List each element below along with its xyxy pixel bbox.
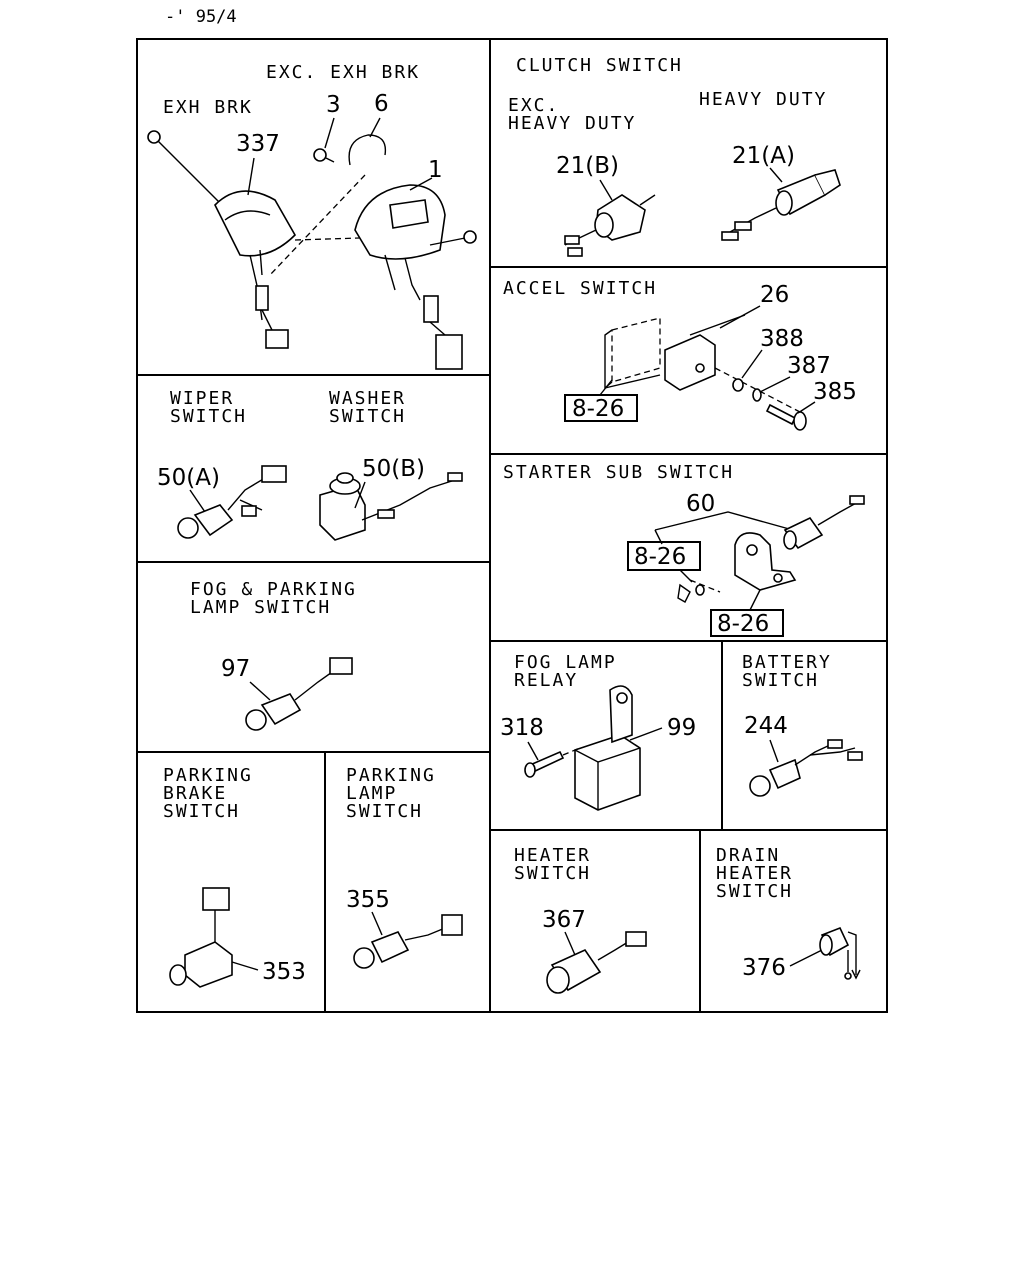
washer-switch-50b-drawing bbox=[319, 472, 463, 541]
clutch-switch-21a-drawing bbox=[721, 167, 841, 241]
ref-box-8-26-starter-2: 8-26 bbox=[710, 589, 784, 637]
label-drain-heater-switch: SWITCH bbox=[716, 881, 793, 902]
page-code: -' 95/4 bbox=[165, 7, 237, 27]
reference-8-26: 8-26 bbox=[717, 611, 769, 637]
wiper-washer-panel: WIPER SWITCH WASHER SWITCH 50(A) 50(B) bbox=[157, 388, 463, 541]
relay-99-drawing bbox=[574, 685, 663, 811]
heater-switch-panel: HEATER SWITCH 367 bbox=[514, 845, 647, 994]
label-starter-sub-switch: STARTER SUB SWITCH bbox=[503, 462, 734, 483]
label-drain: DRAIN bbox=[716, 845, 780, 866]
part-number-388: 388 bbox=[760, 326, 804, 352]
starter-bracket-drawing bbox=[734, 532, 797, 591]
part-number-50b: 50(B) bbox=[362, 456, 425, 482]
parking-brake-switch-353-drawing bbox=[169, 887, 259, 988]
accel-switch-26-drawing bbox=[664, 305, 761, 391]
label-brake: BRAKE bbox=[163, 783, 227, 804]
part-number-97: 97 bbox=[221, 656, 250, 682]
label-exc-exh-brk: EXC. EXH BRK bbox=[266, 62, 420, 83]
label-drain-heater: HEATER bbox=[716, 863, 793, 884]
label-exh-brk: EXH BRK bbox=[163, 97, 253, 118]
starter-sub-switch-panel: STARTER SUB SWITCH 60 8-26 8-26 bbox=[503, 462, 865, 637]
wiper-switch-50a-drawing bbox=[177, 465, 287, 539]
washer-388-drawing bbox=[732, 349, 763, 392]
starter-switch-60-drawing bbox=[783, 495, 865, 550]
washer-387-drawing bbox=[752, 376, 791, 402]
clutch-switch-panel: CLUTCH SWITCH EXC. HEAVY DUTY HEAVY DUTY… bbox=[508, 55, 841, 257]
label-exc-heavy-duty: HEAVY DUTY bbox=[508, 113, 636, 134]
label-parking: PARKING bbox=[163, 765, 253, 786]
label-wiper-switch: SWITCH bbox=[170, 406, 247, 427]
part-number-21a: 21(A) bbox=[732, 143, 795, 169]
fog-parking-lamp-switch-panel: FOG & PARKING LAMP SWITCH 97 bbox=[190, 579, 357, 731]
label-accel-switch: ACCEL SWITCH bbox=[503, 278, 657, 299]
bolt-318-drawing bbox=[524, 741, 581, 778]
accel-bracket-drawing bbox=[604, 317, 661, 390]
ref-box-8-26-accel: 8-26 bbox=[564, 379, 638, 422]
screw-3-drawing bbox=[313, 117, 335, 163]
part-number-3: 3 bbox=[326, 92, 341, 118]
label-relay: RELAY bbox=[514, 670, 578, 691]
fog-parking-switch-97-drawing bbox=[245, 657, 353, 731]
part-number-385: 385 bbox=[813, 379, 857, 405]
assembly-guide-line bbox=[714, 367, 801, 413]
label-parking-lamp-1: PARKING bbox=[346, 765, 436, 786]
part-number-21b: 21(B) bbox=[556, 153, 619, 179]
label-parking-lamp-2: LAMP bbox=[346, 783, 397, 804]
label-parking-brake-switch: SWITCH bbox=[163, 801, 240, 822]
label-battery-switch: SWITCH bbox=[742, 670, 819, 691]
battery-switch-244-drawing bbox=[749, 739, 863, 797]
label-battery: BATTERY bbox=[742, 652, 832, 673]
label-washer-switch: SWITCH bbox=[329, 406, 406, 427]
parking-brake-switch-panel: PARKING BRAKE SWITCH 353 bbox=[163, 765, 306, 988]
part-number-353: 353 bbox=[262, 959, 306, 985]
leader-line bbox=[654, 511, 801, 533]
part-number-376: 376 bbox=[742, 955, 786, 981]
assembly-guide-line bbox=[294, 237, 361, 241]
battery-switch-panel: BATTERY SWITCH 244 bbox=[742, 652, 863, 797]
part-number-6: 6 bbox=[374, 91, 389, 117]
part-number-355: 355 bbox=[346, 887, 390, 913]
diagram-frame bbox=[136, 38, 888, 1013]
label-wiper: WIPER bbox=[170, 388, 234, 409]
label-heater: HEATER bbox=[514, 845, 591, 866]
label-parking-lamp-switch: SWITCH bbox=[346, 801, 423, 822]
assembly-guide-line bbox=[269, 174, 366, 276]
part-number-60: 60 bbox=[686, 491, 715, 517]
starter-nut-drawing bbox=[677, 579, 721, 603]
parking-lamp-switch-355-drawing bbox=[353, 911, 463, 969]
part-number-387: 387 bbox=[787, 353, 831, 379]
part-number-99: 99 bbox=[667, 715, 696, 741]
part-number-367: 367 bbox=[542, 907, 586, 933]
label-fog-lamp: FOG LAMP bbox=[514, 652, 617, 673]
combination-switch-1-drawing bbox=[354, 177, 477, 370]
part-number-50a: 50(A) bbox=[157, 465, 220, 491]
label-lamp-switch: LAMP SWITCH bbox=[190, 597, 331, 618]
fog-lamp-relay-panel: FOG LAMP RELAY 318 99 bbox=[500, 652, 696, 811]
label-clutch-switch: CLUTCH SWITCH bbox=[516, 55, 683, 76]
label-heavy-duty: HEAVY DUTY bbox=[699, 89, 827, 110]
combination-switch-337-drawing bbox=[147, 130, 296, 349]
part-number-26: 26 bbox=[760, 282, 789, 308]
label-exc: EXC. bbox=[508, 95, 559, 116]
label-heater-switch: SWITCH bbox=[514, 863, 591, 884]
reference-8-26: 8-26 bbox=[634, 544, 686, 570]
heater-switch-367-drawing bbox=[546, 931, 647, 994]
label-fog-parking: FOG & PARKING bbox=[190, 579, 357, 600]
reference-8-26: 8-26 bbox=[572, 396, 624, 422]
combination-switch-panel: EXC. EXH BRK EXH BRK 337 3 6 1 bbox=[147, 62, 477, 370]
drain-heater-switch-panel: DRAIN HEATER SWITCH 376 bbox=[716, 845, 861, 981]
accel-switch-panel: ACCEL SWITCH 26 388 387 385 bbox=[503, 278, 857, 431]
ref-box-8-26-starter-1: 8-26 bbox=[627, 541, 701, 583]
part-number-1: 1 bbox=[428, 157, 443, 183]
drain-heater-switch-376-drawing bbox=[789, 926, 861, 980]
part-number-318: 318 bbox=[500, 715, 544, 741]
part-number-337: 337 bbox=[236, 131, 280, 157]
label-washer: WASHER bbox=[329, 388, 406, 409]
clamp-6-drawing bbox=[348, 117, 387, 166]
clutch-switch-21b-drawing bbox=[564, 179, 656, 257]
part-number-244: 244 bbox=[744, 713, 788, 739]
parking-lamp-switch-panel: PARKING LAMP SWITCH 355 bbox=[346, 765, 463, 969]
screw-385-drawing bbox=[765, 401, 816, 431]
